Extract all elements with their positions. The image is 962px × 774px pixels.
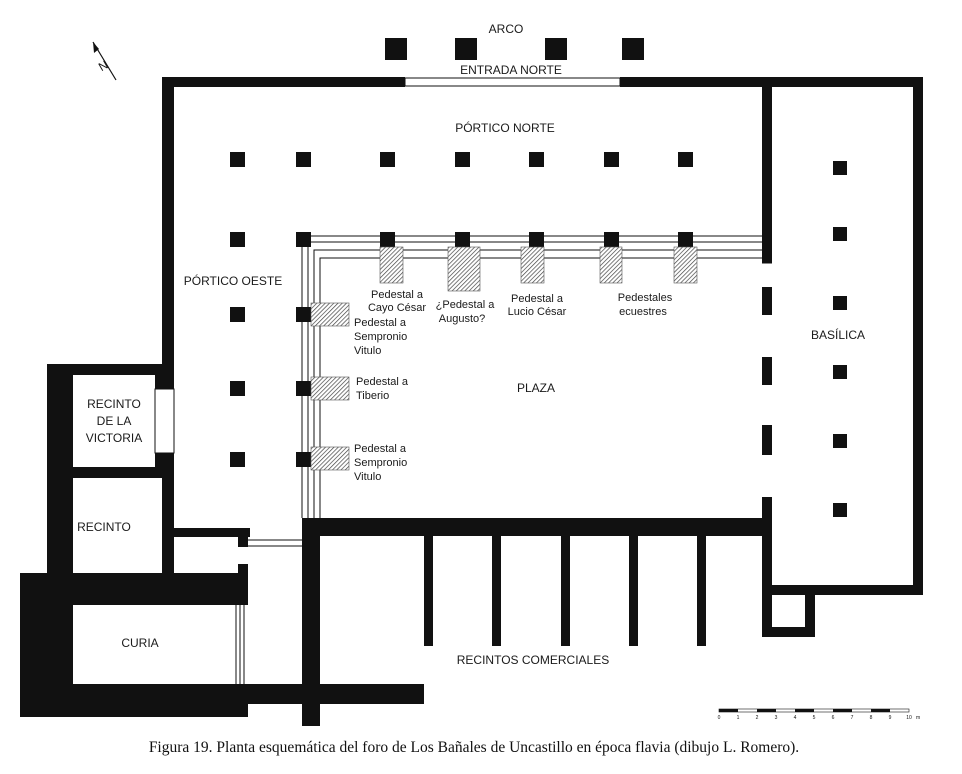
scale-tick-label: 2: [756, 715, 759, 721]
label-recinto-victoria-1: RECINTO: [87, 397, 141, 411]
label-portico-oeste: PÓRTICO OESTE: [184, 273, 282, 288]
label-basilica: BASÍLICA: [811, 327, 865, 342]
area-labels: ARCO ENTRADA NORTE PÓRTICO NORTE PÓRTICO…: [77, 22, 865, 667]
label-cayo-cesar-1: Pedestal a: [371, 289, 424, 301]
pedestal-cayo-cesar: [379, 246, 404, 284]
scale-tick-label: 7: [851, 715, 854, 721]
scale-tick-label: 1: [737, 715, 740, 721]
north-arrow-icon: N: [92, 41, 117, 81]
entrance-threshold: [404, 77, 621, 87]
label-tiberio-1: Pedestal a: [356, 376, 409, 388]
portico-columns: [230, 152, 847, 517]
label-recinto-victoria-2: DE LA: [97, 414, 132, 428]
scale-unit-label: m: [916, 715, 920, 721]
label-plaza: PLAZA: [517, 381, 555, 395]
west-rooms: [20, 364, 248, 717]
pedestal-sempronio-2: [310, 446, 350, 471]
pedestal-augusto: [447, 246, 481, 292]
label-recinto: RECINTO: [77, 520, 131, 534]
scale-tick-label: 6: [832, 715, 835, 721]
label-sempronio-1-c: Vitulo: [354, 345, 381, 357]
pedestal-labels: Pedestal a Cayo César ¿Pedestal a August…: [354, 289, 673, 483]
label-ecuestres-1: Pedestales: [618, 292, 673, 304]
pedestal-sempronio-1: [310, 302, 350, 327]
label-entrada-norte: ENTRADA NORTE: [460, 63, 562, 77]
label-sempronio-1-a: Pedestal a: [354, 317, 407, 329]
label-recinto-victoria-3: VICTORIA: [86, 431, 142, 445]
scale-tick-label: 4: [794, 715, 797, 721]
label-ecuestres-2: ecuestres: [619, 306, 667, 318]
curia-entrance-lines: [235, 539, 302, 684]
pedestal-ecuestre-2: [673, 246, 698, 284]
label-recintos-comerciales: RECINTOS COMERCIALES: [457, 653, 609, 667]
pedestals: [310, 246, 698, 471]
label-sempronio-2-b: Sempronio: [354, 457, 407, 469]
arch-piers: [385, 38, 644, 60]
pedestal-ecuestre-1: [599, 246, 623, 284]
commercial-rooms: [248, 518, 706, 726]
label-augusto-2: Augusto?: [439, 313, 485, 325]
scale-tick-label: 0: [718, 715, 721, 721]
figure-caption: Figura 19. Planta esquemática del foro d…: [149, 739, 799, 756]
label-lucio-cesar-1: Pedestal a: [511, 293, 564, 305]
scale-tick-label: 5: [813, 715, 816, 721]
victoria-doorway: [154, 388, 175, 454]
scale-bar: 0 1 2 3 4 5 6 7 8 9 10 m: [718, 708, 920, 721]
pedestal-lucio-cesar: [520, 246, 545, 284]
label-arco: ARCO: [489, 22, 524, 36]
label-curia: CURIA: [121, 636, 158, 650]
label-tiberio-2: Tiberio: [356, 390, 389, 402]
label-cayo-cesar-2: Cayo César: [368, 302, 426, 314]
label-sempronio-2-a: Pedestal a: [354, 443, 407, 455]
scale-tick-label: 8: [870, 715, 873, 721]
scale-tick-label: 10: [906, 715, 912, 721]
scale-tick-label: 9: [889, 715, 892, 721]
label-sempronio-2-c: Vitulo: [354, 471, 381, 483]
label-sempronio-1-b: Sempronio: [354, 331, 407, 343]
label-lucio-cesar-2: Lucio César: [508, 306, 567, 318]
label-portico-norte: PÓRTICO NORTE: [455, 120, 555, 135]
pedestal-tiberio: [310, 376, 350, 401]
north-arrow-label: N: [96, 58, 111, 74]
label-augusto-1: ¿Pedestal a: [436, 299, 496, 311]
scale-tick-label: 3: [775, 715, 778, 721]
